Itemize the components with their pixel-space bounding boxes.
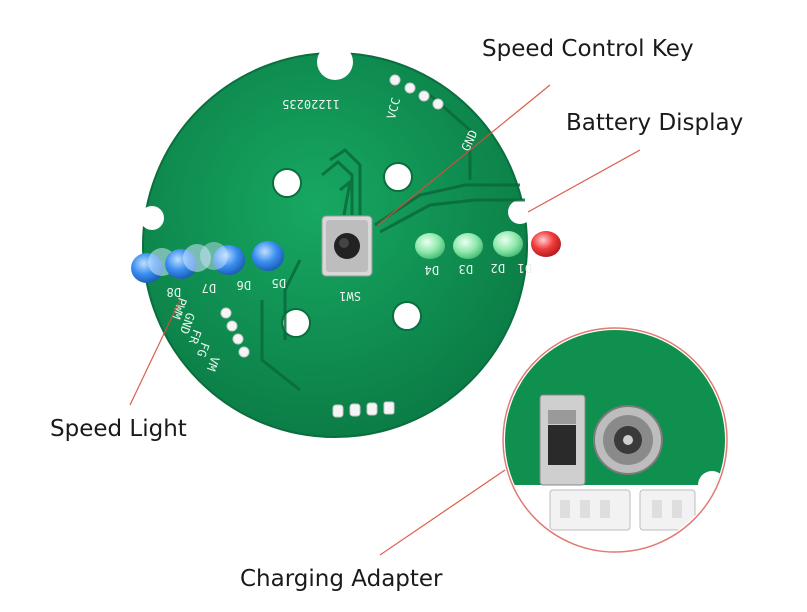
arrow-charging <box>379 469 506 556</box>
pin-label-fg: FG <box>194 341 212 359</box>
battery-leds <box>415 231 561 259</box>
arrow-speed-key <box>377 84 551 226</box>
speed-control-key-label: Speed Control Key <box>482 36 694 62</box>
led-d5 <box>252 241 284 271</box>
led-d1 <box>531 231 561 257</box>
led-d2 <box>493 231 523 257</box>
led-label-d8: D8 <box>167 285 181 299</box>
switch-label: SW1 <box>339 289 361 303</box>
side-header-pins <box>220 307 250 358</box>
arrow-speed-light <box>129 299 181 406</box>
charging-inset <box>502 327 728 553</box>
callout-arrows <box>129 84 641 556</box>
charging-adapter-label: Charging Adapter <box>240 566 443 592</box>
bottom-header-pins <box>332 401 395 418</box>
vcc-label: VCC <box>384 96 403 121</box>
led-label-d5: D5 <box>272 276 286 290</box>
led-label-d6: D6 <box>237 278 251 292</box>
pin-label-fr: FR <box>186 328 204 347</box>
led-label-d4: D4 <box>425 263 439 277</box>
speed-light-label: Speed Light <box>50 416 187 442</box>
speed-control-switch[interactable] <box>321 215 373 277</box>
led-label-d1: D1 <box>518 261 532 275</box>
pcb-board: 11220235 VCC GND SW1 D8 D7 D6 D5 D4 D3 D… <box>131 44 561 438</box>
pin-label-vm: VM <box>204 355 222 373</box>
led-d7 <box>165 244 211 279</box>
speed-led-labels: D8 D7 D6 D5 <box>167 276 286 299</box>
pin-label-pwm: PWM <box>169 296 190 321</box>
arrow-battery <box>527 149 641 213</box>
side-pin-labels: PWM GND FR FG VM <box>169 296 222 373</box>
slide-switch <box>539 394 586 486</box>
dc-jack <box>593 405 663 475</box>
led-label-d7: D7 <box>202 281 216 295</box>
led-d6 <box>200 242 245 275</box>
battery-led-labels: D4 D3 D2 D1 <box>425 261 532 277</box>
battery-display-label: Battery Display <box>566 110 744 136</box>
top-header-pins <box>389 74 444 110</box>
speed-leds <box>131 241 284 283</box>
led-d3 <box>453 233 483 259</box>
led-label-d3: D3 <box>459 262 473 276</box>
pin-label-gnd: GND <box>177 311 198 336</box>
connectors <box>549 489 696 531</box>
led-label-d2: D2 <box>491 261 505 275</box>
led-d4 <box>415 233 445 259</box>
board-serial: 11220235 <box>282 97 340 111</box>
